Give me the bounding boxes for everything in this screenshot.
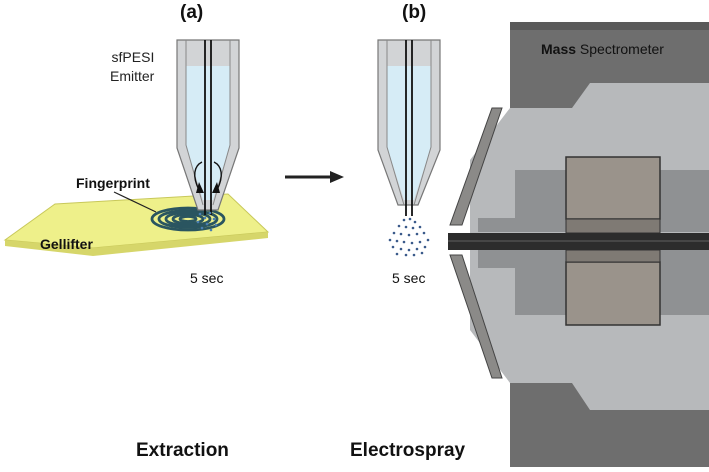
emitter-label-line1: sfPESI <box>111 49 155 65</box>
ms-top-bar <box>510 22 709 30</box>
emitter-label: sfPESI Emitter <box>110 48 154 86</box>
extraction-time: 5 sec <box>190 270 224 286</box>
emitter-a-flow-right <box>213 161 222 191</box>
emitter-b <box>377 39 441 257</box>
transition-arrow <box>285 171 344 183</box>
emitter-a-flow-arrow-right <box>212 182 220 193</box>
ms-analyzer-strip-lower <box>565 249 661 263</box>
gellifter-label: Gellifter <box>40 236 93 252</box>
emitter-b-inner-left <box>386 40 405 206</box>
ms-cone-upper <box>449 107 503 226</box>
mass-spectrometer-label: Mass Spectrometer <box>541 41 664 57</box>
ms-label-rest: Spectrometer <box>579 41 664 57</box>
emitter-label-line2: Emitter <box>110 68 155 84</box>
extraction-droplets <box>196 211 218 232</box>
gellifter-edge <box>5 232 268 256</box>
emitter-a-flow-arrow-left <box>196 182 204 193</box>
electrospray-step-label: Electrospray <box>350 440 466 461</box>
ms-label-bold: Mass <box>541 41 577 57</box>
emitter-a-flow-left <box>194 161 203 191</box>
electrospray-time: 5 sec <box>392 270 426 286</box>
panel-b-label: (b) <box>402 2 427 23</box>
ms-analyzer-lower <box>565 261 661 326</box>
ms-cone-lower <box>449 254 503 379</box>
panel-a-label: (a) <box>180 2 204 23</box>
electrospray-plume <box>388 217 430 257</box>
ms-analyzer-upper <box>565 156 661 220</box>
fingerprint <box>150 206 226 232</box>
emitter-a <box>176 39 240 232</box>
emitter-b-solvent <box>387 66 431 200</box>
mass-spectrometer <box>448 22 709 467</box>
extraction-step-label: Extraction <box>136 440 229 461</box>
fingerprint-pointer <box>113 191 157 213</box>
ms-analyzer-strip-upper <box>565 218 661 234</box>
fingerprint-label: Fingerprint <box>76 175 150 191</box>
emitter-b-inner-right <box>413 40 432 206</box>
